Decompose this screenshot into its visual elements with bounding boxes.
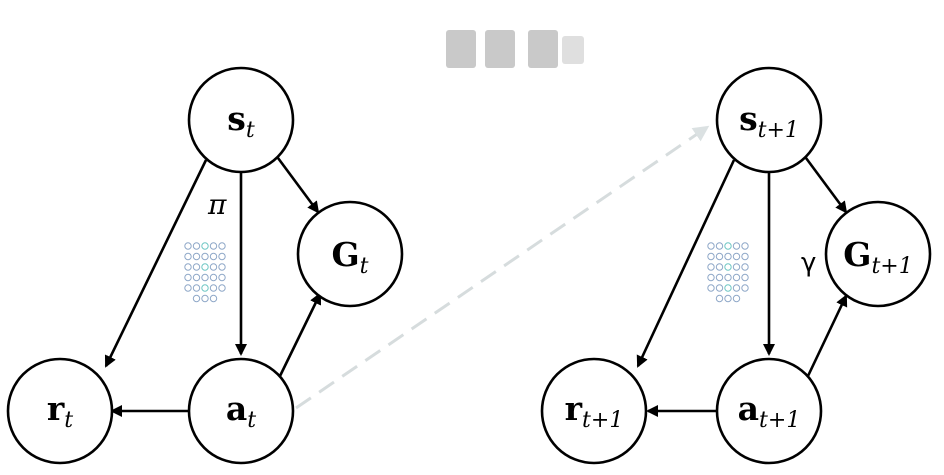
blurred-header [446, 30, 584, 68]
node-a_t1-sub: t+1 [759, 408, 800, 433]
nn-node [185, 285, 191, 291]
blur-block-1 [446, 30, 476, 68]
node-s_t1-sub: t+1 [758, 118, 799, 143]
nn-node [219, 274, 225, 280]
nn-node [193, 295, 199, 301]
nn-node [725, 274, 731, 280]
nn-node [725, 285, 731, 291]
nn-node [219, 264, 225, 270]
blur-block-4 [562, 36, 584, 64]
node-s_t-sub: t [246, 118, 255, 143]
node-G_t-main: G [331, 235, 359, 274]
node-s_t1: st+1 [717, 68, 821, 172]
nn-node [185, 264, 191, 270]
nn-node [716, 243, 722, 249]
blur-block-3 [528, 30, 558, 68]
node-r_t-sub: t [64, 408, 73, 433]
nn-node [193, 285, 199, 291]
nn-node [193, 243, 199, 249]
node-a_t-sub: t [247, 408, 256, 433]
node-G_t-sub: t [360, 254, 369, 279]
edge-s_t-to-r_t [106, 160, 206, 366]
nn-node [185, 253, 191, 259]
nn-node [210, 285, 216, 291]
nn-node [742, 274, 748, 280]
node-r_t1-main: r [565, 389, 583, 428]
nn-node [725, 295, 731, 301]
nn-node [708, 264, 714, 270]
nn-node [716, 274, 722, 280]
node-r_t1-sub: t+1 [582, 408, 623, 433]
nn-node [742, 264, 748, 270]
edge-s_t1-to-G_t1 [806, 158, 846, 212]
node-s_t1-main: s [739, 99, 758, 138]
nn-node [725, 243, 731, 249]
node-G_t1-sub: t+1 [871, 254, 912, 279]
nn-node [708, 253, 714, 259]
nn-node [210, 253, 216, 259]
nn-node [193, 274, 199, 280]
node-a_t1: at+1 [717, 359, 821, 463]
nn-node [219, 285, 225, 291]
nn-node [210, 243, 216, 249]
nn-node [733, 253, 739, 259]
node-a_t1-main: a [738, 389, 759, 428]
node-a_t-main: a [226, 389, 247, 428]
nn-node [742, 243, 748, 249]
nn-node [725, 253, 731, 259]
blur-block-2 [485, 30, 515, 68]
nn-node [219, 253, 225, 259]
nn-node [202, 285, 208, 291]
nn-node [219, 243, 225, 249]
nn-node [742, 253, 748, 259]
nn-node [733, 295, 739, 301]
nn-node [185, 243, 191, 249]
nn-node [716, 285, 722, 291]
nn-node [733, 243, 739, 249]
nn-node [202, 253, 208, 259]
node-s_t: st [189, 68, 293, 172]
edge-s_t1-to-r_t1 [638, 160, 734, 366]
node-r_t-main: r [47, 389, 65, 428]
nn-node [708, 243, 714, 249]
nn-node [210, 274, 216, 280]
neural-network-icon-right [708, 243, 748, 302]
node-G_t1-main: G [843, 235, 871, 274]
policy-label: π [207, 188, 227, 221]
edge-a_t-to-G_t [280, 294, 320, 376]
edge-a_t1-to-G_t1 [808, 296, 846, 376]
nn-node [193, 253, 199, 259]
nn-node [733, 264, 739, 270]
nn-node [202, 295, 208, 301]
node-r_t: rt [8, 359, 112, 463]
nn-node [708, 274, 714, 280]
node-a_t: at [189, 359, 293, 463]
nn-node [725, 264, 731, 270]
node-G_t: Gt [298, 202, 402, 306]
nn-node [733, 274, 739, 280]
nn-node [202, 243, 208, 249]
nn-node [210, 295, 216, 301]
nn-node [210, 264, 216, 270]
nn-node [708, 285, 714, 291]
nn-node [716, 264, 722, 270]
node-s_t-main: s [227, 99, 246, 138]
neural-network-icon-left [185, 243, 225, 302]
node-G_t1: Gt+1 [826, 202, 930, 306]
nn-node [202, 274, 208, 280]
nn-node [716, 295, 722, 301]
nn-node [742, 285, 748, 291]
nn-node [716, 253, 722, 259]
nn-node [733, 285, 739, 291]
node-r_t1: rt+1 [542, 359, 646, 463]
discount-label: γ [801, 248, 816, 278]
nn-node [185, 274, 191, 280]
nn-node [202, 264, 208, 270]
edge-s_t-to-G_t [278, 158, 318, 212]
nn-node [193, 264, 199, 270]
